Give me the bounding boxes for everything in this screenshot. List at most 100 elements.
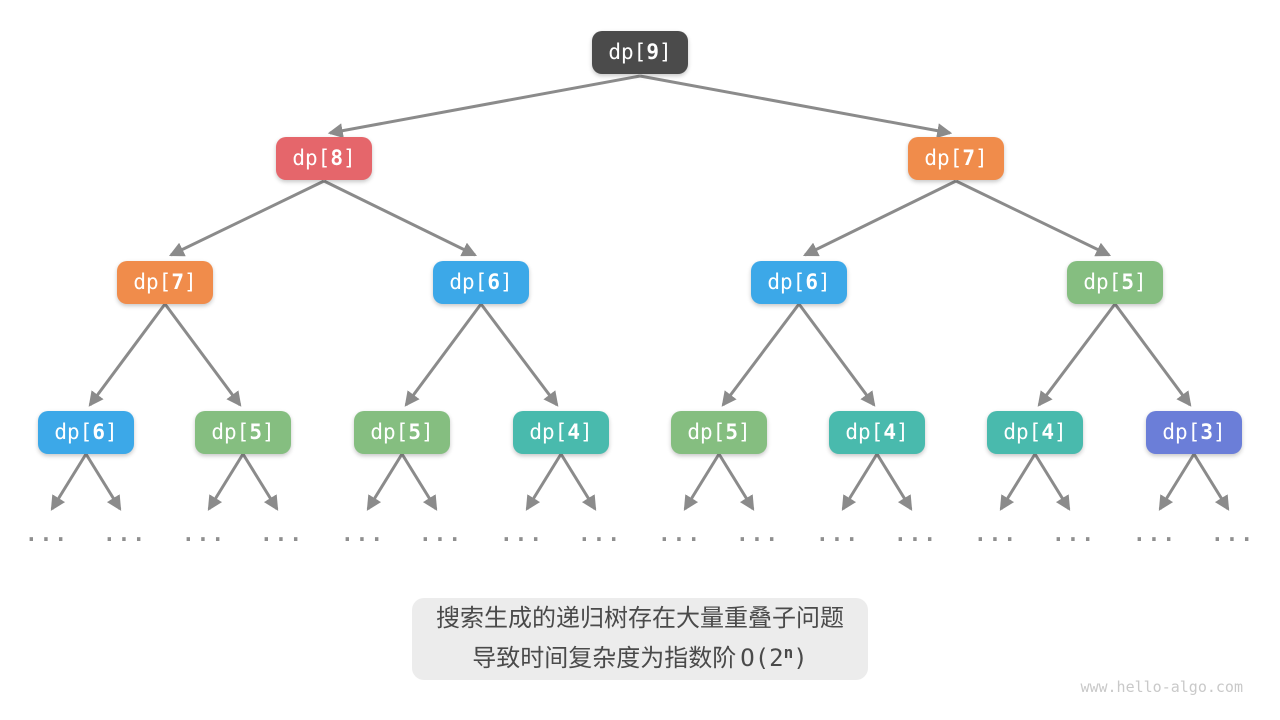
- node-label: ]: [420, 420, 434, 444]
- node-label-num: 6: [805, 270, 818, 294]
- edge: [875, 453, 913, 511]
- ellipsis: ...: [500, 522, 544, 546]
- edge: [168, 179, 325, 257]
- ellipsis: ...: [974, 522, 1018, 546]
- tree-node-dp5-a: dp[5]: [1067, 261, 1163, 304]
- tree-node-dp7-a: dp[7]: [117, 261, 213, 304]
- edge: [797, 303, 876, 407]
- exponent-n: n: [783, 643, 794, 662]
- node-label: dp[: [924, 146, 963, 170]
- ellipsis: ...: [103, 522, 147, 546]
- node-label-num: 4: [1041, 420, 1054, 444]
- ellipsis: ...: [1133, 522, 1177, 546]
- node-label: ]: [658, 40, 672, 64]
- tree-node-dp5-d: dp[5]: [671, 411, 767, 454]
- node-label-num: 6: [487, 270, 500, 294]
- edge: [479, 303, 559, 407]
- node-label: ]: [183, 270, 197, 294]
- node-label: dp[: [608, 40, 647, 64]
- node-label: dp[: [211, 420, 250, 444]
- node-label: ]: [499, 270, 513, 294]
- ellipsis: ...: [1052, 522, 1096, 546]
- edge: [721, 303, 801, 407]
- ellipsis: ...: [816, 522, 860, 546]
- node-label-num: 7: [962, 146, 975, 170]
- node-label: ]: [579, 420, 593, 444]
- node-label-num: 5: [249, 420, 262, 444]
- tree-node-dp9: dp[9]: [592, 31, 688, 74]
- tree-node-dp6-a: dp[6]: [433, 261, 529, 304]
- edge: [841, 453, 879, 511]
- tree-node-dp7-r: dp[7]: [908, 137, 1004, 180]
- tree-node-dp5-b: dp[5]: [195, 411, 291, 454]
- ellipsis: ...: [736, 522, 780, 546]
- node-label: dp[: [767, 270, 806, 294]
- tree-node-dp6-b: dp[6]: [751, 261, 847, 304]
- edge: [955, 179, 1112, 257]
- edge: [1037, 303, 1117, 407]
- node-label: ]: [817, 270, 831, 294]
- edge: [683, 453, 721, 511]
- edge: [559, 453, 597, 511]
- ellipsis: ...: [578, 522, 622, 546]
- tree-node-dp6-c: dp[6]: [38, 411, 134, 454]
- node-label-num: 8: [330, 146, 343, 170]
- edge: [207, 453, 245, 511]
- edge: [88, 303, 167, 407]
- ellipsis: ...: [341, 522, 385, 546]
- edge: [163, 303, 242, 407]
- watermark: www.hello-algo.com: [1080, 678, 1243, 696]
- edge: [639, 74, 953, 139]
- node-label-num: 7: [171, 270, 184, 294]
- edge: [1033, 453, 1071, 511]
- tree-node-dp3: dp[3]: [1146, 411, 1242, 454]
- edge: [999, 453, 1037, 511]
- edge: [1113, 303, 1192, 407]
- node-label: dp[: [1162, 420, 1201, 444]
- caption-line1: 搜索生成的递归树存在大量重叠子问题: [436, 605, 844, 632]
- edge: [525, 453, 563, 511]
- edge: [366, 453, 404, 511]
- node-label: dp[: [292, 146, 331, 170]
- ellipsis: ...: [419, 522, 463, 546]
- node-label: dp[: [1003, 420, 1042, 444]
- ellipsis: ...: [894, 522, 938, 546]
- node-label: ]: [737, 420, 751, 444]
- node-label-num: 4: [883, 420, 896, 444]
- edge: [404, 303, 483, 407]
- node-label: ]: [261, 420, 275, 444]
- edge: [84, 453, 122, 511]
- node-label: dp[: [133, 270, 172, 294]
- node-label: ]: [342, 146, 356, 170]
- node-label: ]: [1212, 420, 1226, 444]
- node-label-num: 5: [1121, 270, 1134, 294]
- edge: [1158, 453, 1196, 511]
- ellipsis: ...: [182, 522, 226, 546]
- node-label: ]: [895, 420, 909, 444]
- node-label: ]: [974, 146, 988, 170]
- edge: [717, 453, 755, 511]
- ellipsis: ...: [658, 522, 702, 546]
- node-label-num: 5: [725, 420, 738, 444]
- edge: [50, 453, 88, 511]
- ellipsis: ...: [25, 522, 69, 546]
- edge: [323, 179, 478, 257]
- node-label: dp[: [1083, 270, 1122, 294]
- edge: [802, 179, 957, 257]
- edge: [400, 453, 438, 511]
- node-label: dp[: [529, 420, 568, 444]
- node-label: dp[: [845, 420, 884, 444]
- node-label-num: 5: [408, 420, 421, 444]
- node-label-num: 6: [92, 420, 105, 444]
- tree-node-dp8: dp[8]: [276, 137, 372, 180]
- complexity-formula: O(2n): [740, 643, 808, 672]
- tree-node-dp5-c: dp[5]: [354, 411, 450, 454]
- edge: [241, 453, 279, 511]
- edge: [1192, 453, 1230, 511]
- tree-node-dp4-a: dp[4]: [513, 411, 609, 454]
- node-label-num: 3: [1200, 420, 1213, 444]
- node-label: dp[: [370, 420, 409, 444]
- ellipsis: ...: [260, 522, 304, 546]
